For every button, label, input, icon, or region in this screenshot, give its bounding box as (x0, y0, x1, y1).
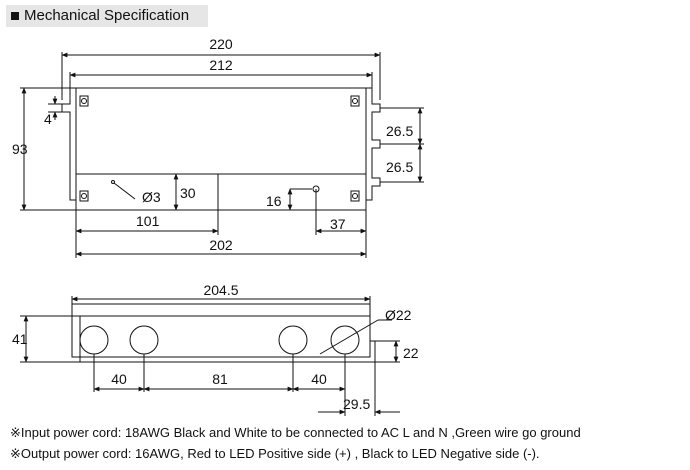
dim-29-5: 29.5 (343, 396, 370, 412)
dim-40-left: 40 (111, 371, 127, 387)
dim-26-5-top: 26.5 (386, 123, 413, 139)
corner-hole (81, 193, 87, 199)
right-flange (366, 87, 381, 201)
dim-93: 93 (12, 141, 28, 157)
dim-30: 30 (180, 185, 196, 201)
side-view-body (71, 316, 371, 358)
corner-hole (81, 98, 87, 104)
section-title: Mechanical Specification (24, 7, 190, 24)
top-view-labels: 220 212 93 4 26.5 26.5 Ø3 30 101 202 16 … (12, 36, 413, 253)
dim-220: 220 (209, 36, 233, 52)
section-header: Mechanical Specification (6, 5, 208, 27)
dim-81: 81 (212, 371, 228, 387)
hole-leader (113, 182, 136, 200)
cable-gland (278, 325, 308, 355)
output-cord-note: ※Output power cord: 16AWG, Red to LED Po… (10, 446, 540, 461)
dim-37: 37 (330, 216, 346, 232)
dim-101: 101 (136, 213, 160, 229)
cable-gland (79, 325, 109, 355)
bullet-square-icon (11, 12, 19, 20)
dim-204-5: 204.5 (203, 282, 238, 298)
dim-26-5-bottom: 26.5 (386, 159, 413, 175)
side-view (20, 296, 400, 416)
dim-22: 22 (403, 345, 419, 361)
dim-gland-dia: Ø22 (385, 307, 412, 323)
dim-212: 212 (209, 57, 233, 73)
cable-gland (129, 325, 159, 355)
side-view-labels: 204.5 Ø22 41 22 40 81 40 29.5 (12, 282, 419, 412)
side-view-lid (71, 303, 371, 317)
corner-hole (352, 98, 358, 104)
gland-leader (319, 319, 379, 355)
dim-16: 16 (266, 193, 282, 209)
top-view-body (75, 87, 367, 211)
left-flange (61, 87, 76, 201)
input-cord-note: ※Input power cord: 18AWG Black and White… (10, 425, 581, 440)
dim-40-right: 40 (311, 371, 327, 387)
dim-hole-dia: Ø3 (142, 189, 161, 205)
corner-hole (352, 193, 358, 199)
dim-41: 41 (12, 331, 28, 347)
dim-202: 202 (209, 237, 233, 253)
dim-4: 4 (44, 111, 52, 127)
top-view (20, 52, 424, 258)
cable-gland (330, 325, 360, 355)
